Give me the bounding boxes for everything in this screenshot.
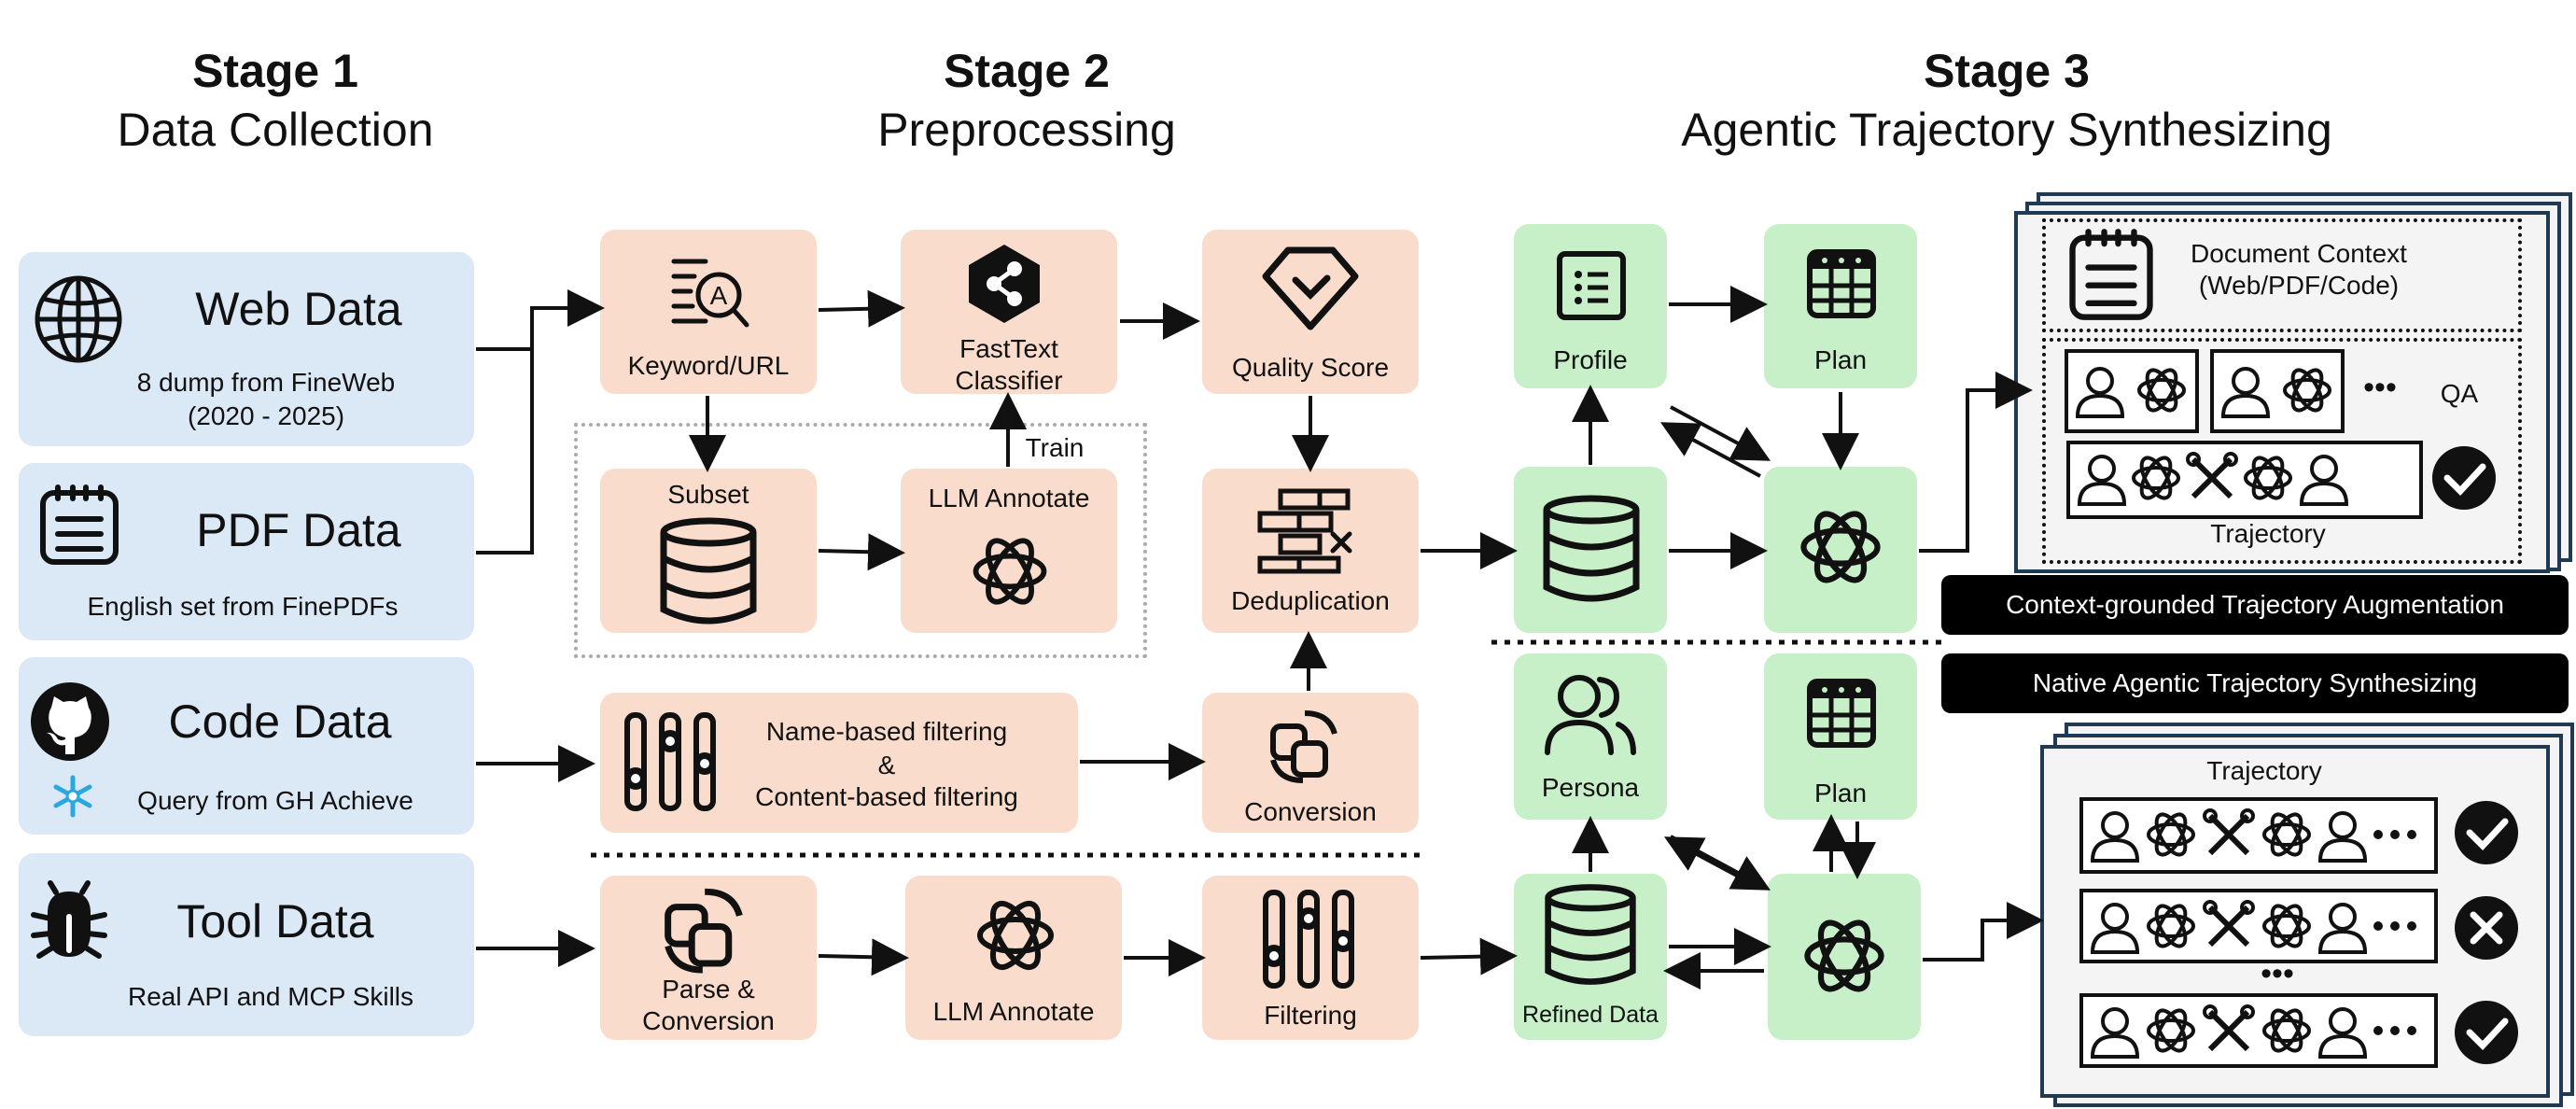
stage-3-subtitle: Agentic Trajectory Synthesizing [1681,103,2332,156]
database-icon [660,517,757,625]
annotation-region [574,423,1147,658]
bug-icon [31,880,107,959]
tool-data-box [19,853,474,1036]
github-icon [31,682,109,761]
parse-label-2: Conversion [642,1006,775,1035]
snowflake-icon [53,775,92,818]
subset-box [600,469,817,633]
plan-2-label: Plan [1813,779,1868,807]
openai-icon-2 [977,901,1054,970]
pdf-data-desc: English set from FinePDFs [87,592,399,621]
filtering-label: Filtering [1264,1001,1357,1030]
stage-1-title: Stage 1 Data Collection [56,42,495,159]
llm-agent-box [1764,467,1917,633]
native-agentic-banner: Native Agentic Trajectory Synthesizing [1941,653,2569,713]
trajectory-label-bottom: Trajectory [2206,756,2322,785]
filter-sliders-icon [1263,890,1354,989]
calendar-grid-icon [1807,249,1876,318]
document-context-panel [2042,218,2522,332]
llm-annotate-2-label: LLM Annotate [932,997,1095,1026]
document-icon [40,484,119,565]
tool-data-title: Tool Data [176,895,374,948]
stage-3-label: Stage 3 [1924,45,2090,97]
diamond-check-icon [1262,246,1359,330]
native-agentic-banner-text: Native Agentic Trajectory Synthesizing [2032,668,2478,697]
pdf-data-title: PDF Data [196,504,401,556]
search-document-icon: A [671,259,749,328]
convert-squares-icon [1270,710,1337,783]
name-filter-label-2: & [877,751,896,779]
keyword-url-label: Keyword/URL [627,351,790,380]
svg-text:A: A [710,281,728,310]
fasttext-label-1: FastText [959,334,1058,363]
deduplication-label: Deduplication [1231,586,1390,615]
persona-users-icon [1545,675,1636,755]
fasttext-label-2: Classifier [955,366,1063,395]
web-data-box [19,252,474,446]
parse-label-1: Parse & [662,975,755,1004]
profile-label: Profile [1553,345,1628,374]
subset-label: Subset [667,480,749,509]
parse-convert-icon [665,888,743,974]
conversion-label: Conversion [1244,797,1377,826]
openai-icon [973,538,1047,605]
qa-trajectory-panel [2042,338,2522,564]
database-icon-3 [1545,884,1636,985]
database-icon-2 [1543,495,1640,602]
context-document-icon [2069,229,2153,320]
refined-data-label: Refined Data [1522,1002,1659,1028]
plan-label: Plan [1813,345,1868,374]
globe-icon [35,275,122,363]
web-data-title: Web Data [195,283,402,335]
profile-list-icon [1557,251,1626,320]
llm-annotate-label: LLM Annotate [928,484,1090,512]
train-label: Train [1025,433,1085,462]
stage-1-label: Stage 1 [192,45,358,97]
name-filter-label-1: Name-based filtering [765,717,1008,746]
quality-score-box [1202,230,1419,394]
openai-icon-4 [1804,919,1884,992]
web-data-desc2: (2020 - 2025) [187,401,345,430]
code-data-desc: Query from GH Achieve [137,786,413,815]
sliders-icon [624,712,716,811]
stage-1-subtitle: Data Collection [117,103,434,156]
stage-2-title: Stage 2 Preprocessing [793,42,1260,159]
stage-2-subtitle: Preprocessing [877,103,1176,156]
context-grounded-banner-text: Context-grounded Trajectory Augmentation [2006,590,2504,619]
llm-agent-2-box [1768,874,1921,1040]
tool-data-desc: Real API and MCP Skills [127,982,414,1011]
name-filter-label-3: Content-based filtering [755,782,1018,811]
persona-label: Persona [1541,773,1640,802]
context-grounded-banner: Context-grounded Trajectory Augmentation [1941,575,2569,635]
qa-label: QA [2440,379,2479,408]
stage-3-title: Stage 3 Agentic Trajectory Synthesizing [1587,42,2427,159]
calendar-grid-icon-2 [1807,679,1876,748]
filtering-box [1202,876,1419,1040]
stage-2-label: Stage 2 [944,45,1110,97]
code-data-title: Code Data [168,695,392,748]
document-context-label-2: (Web/PDF/Code) [2198,271,2400,300]
document-context-label-1: Document Context [2191,239,2407,268]
quality-score-label: Quality Score [1231,353,1390,382]
qa-dots: ••• [2363,370,2397,405]
web-data-desc1: 8 dump from FineWeb [136,368,396,397]
trajectory-label-top: Trajectory [2210,519,2326,548]
openai-icon-3 [1800,511,1881,583]
dedup-bricks-icon [1257,488,1352,574]
share-hexagon-icon [969,245,1040,323]
